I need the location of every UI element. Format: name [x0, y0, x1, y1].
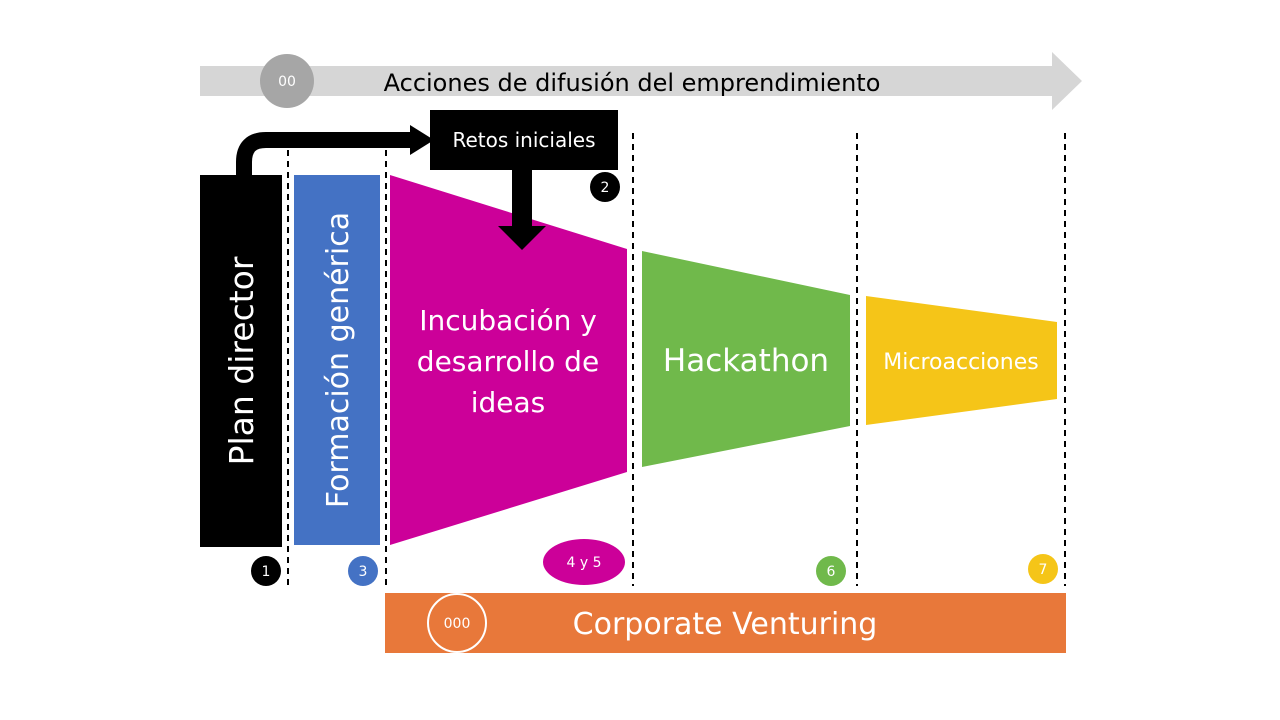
incubacion-trapezoid: [390, 175, 627, 545]
formacion-label: Formación genérica: [321, 212, 356, 508]
hackathon-trapezoid: [642, 251, 850, 467]
incubacion-label-line3: ideas: [471, 386, 546, 419]
badge-3: [348, 556, 378, 586]
retos-arrow-head: [498, 226, 546, 250]
bottom-badge: [427, 593, 487, 653]
incubacion-label-line1: Incubación y: [419, 304, 597, 337]
plan-director-box: [200, 175, 282, 547]
top-badge: [260, 54, 314, 108]
curved-arrow-head: [410, 125, 434, 155]
curved-arrow: [236, 132, 414, 178]
badge-2: [590, 172, 620, 202]
badge-2-text: 2: [601, 180, 610, 196]
retos-label: Retos iniciales: [452, 128, 595, 152]
dashed-separators: [287, 133, 1066, 586]
microacciones-label: Microacciones: [883, 350, 1038, 375]
top-badge-text: 00: [278, 74, 296, 90]
retos-box: [430, 110, 618, 170]
retos-arrow-shaft: [512, 168, 532, 228]
incubacion-label-line2: desarrollo de: [417, 345, 599, 378]
top-banner-label: Acciones de difusión del emprendimiento: [384, 69, 881, 97]
corporate-venturing-label: Corporate Venturing: [573, 607, 878, 642]
badge-7-text: 7: [1039, 562, 1048, 578]
hackathon-label: Hackathon: [663, 343, 829, 379]
badge-6: [816, 556, 846, 586]
badge-1: [251, 556, 281, 586]
badge-4y5-text: 4 y 5: [567, 555, 602, 571]
microacciones-trapezoid: [866, 296, 1057, 425]
badge-3-text: 3: [359, 564, 368, 580]
badge-1-text: 1: [262, 564, 271, 580]
badge-7: [1028, 554, 1058, 584]
plan-director-label: Plan director: [222, 256, 261, 465]
bottom-badge-text: 000: [444, 616, 471, 632]
corporate-venturing-banner: [385, 593, 1066, 653]
badge-6-text: 6: [827, 564, 836, 580]
top-arrow-banner: [200, 52, 1082, 110]
formacion-box: [294, 175, 380, 545]
badge-4y5: [543, 539, 625, 585]
